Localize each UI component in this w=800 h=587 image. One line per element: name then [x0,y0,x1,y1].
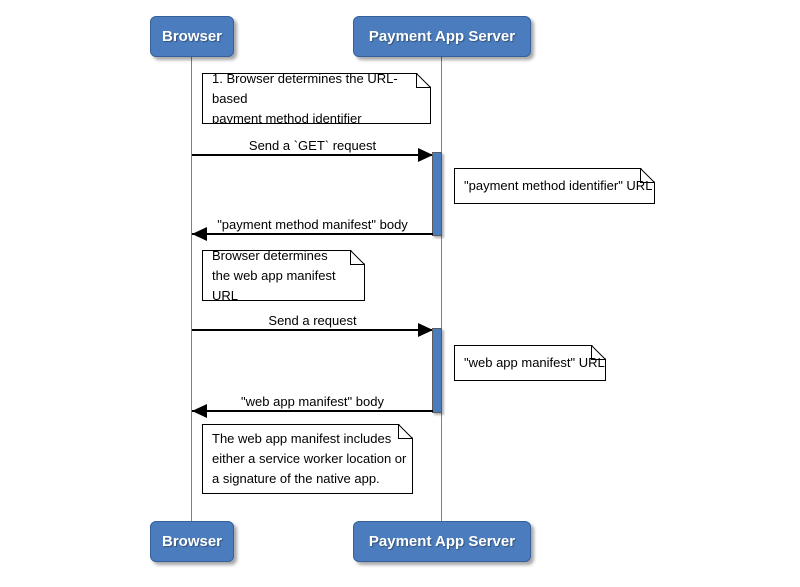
actor-label: Browser [161,533,223,550]
actor-browser-top: Browser [150,16,234,57]
activation-bar-1 [432,152,442,236]
arrowhead-right-icon [418,148,433,162]
note-fold-icon [640,168,655,183]
actor-label: Browser [161,28,223,45]
note-fold-icon [398,424,413,439]
arrowhead-right-icon [418,323,433,337]
actor-payment-app-server-top: Payment App Server [353,16,531,57]
note-text: "payment method identifier" URL [464,178,653,193]
note-browser-determines-web-app-manifest-url: Browser determines the web app manifest … [202,250,365,301]
note-payment-method-identifier-url: "payment method identifier" URL [454,168,655,204]
arrowhead-left-icon [192,227,207,241]
activation-bar-2 [432,328,442,413]
note-url-based-payment-method-identifier: 1. Browser determines the URL-based paym… [202,73,431,124]
message-label-send-a-request: Send a request [268,313,357,328]
note-web-app-manifest-url: "web app manifest" URL [454,345,606,381]
actor-browser-bottom: Browser [150,521,234,562]
note-fold-icon [591,345,606,360]
actor-label: Payment App Server [368,533,516,550]
message-line-send-a-request [192,329,433,331]
note-text: "web app manifest" URL [464,355,605,370]
note-text: Browser determines the web app manifest … [212,247,336,303]
message-line-send-get-request [192,154,433,156]
lifeline-payment-app-server [441,57,442,521]
note-text: The web app manifest includes either a s… [212,431,407,486]
message-label-payment-method-manifest-body: "payment method manifest" body [217,217,408,232]
message-line-web-app-manifest-body [192,410,433,412]
lifeline-browser [191,57,192,521]
note-web-app-manifest-contents: The web app manifest includes either a s… [202,424,413,494]
message-label-send-get-request: Send a `GET` request [248,138,377,153]
note-fold-icon [416,73,431,88]
actor-payment-app-server-bottom: Payment App Server [353,521,531,562]
message-label-web-app-manifest-body: "web app manifest" body [241,394,384,409]
message-line-payment-method-manifest-body [192,233,433,235]
note-text: 1. Browser determines the URL-based paym… [212,70,398,126]
arrowhead-left-icon [192,404,207,418]
actor-label: Payment App Server [368,28,516,45]
note-fold-icon [350,250,365,265]
